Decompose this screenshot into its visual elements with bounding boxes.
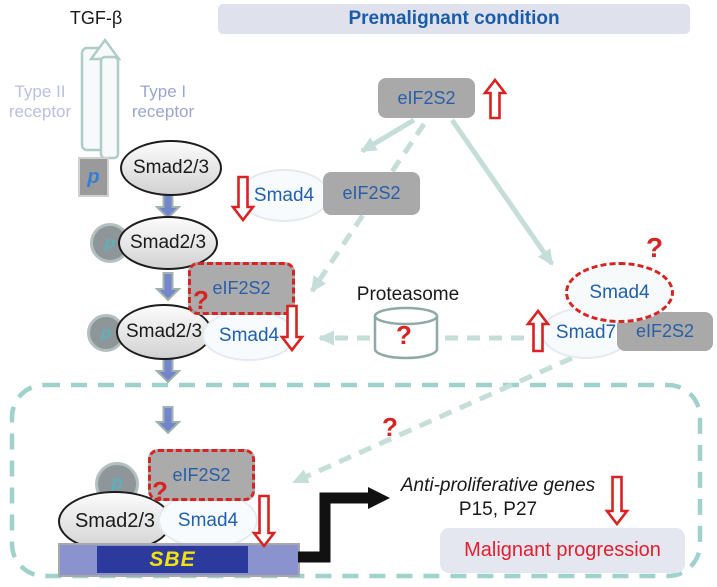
signal-arrow-dashed-smad7-to-nucleus <box>292 355 574 485</box>
down-arrow-icon <box>154 192 182 220</box>
pathway-step-arrows <box>154 192 182 435</box>
signal-arrow-eif2s2-to-smad4-right <box>449 118 555 266</box>
down-arrow-icon <box>154 406 182 435</box>
nucleus-boundary <box>9 382 703 579</box>
signal-arrow-eif2s2-to-smad4complex <box>360 117 416 154</box>
receptor-icon <box>80 37 122 160</box>
down-arrow-icon <box>154 272 182 302</box>
proteasome-cylinder-icon <box>373 306 439 360</box>
down-arrow-icon <box>154 356 182 384</box>
